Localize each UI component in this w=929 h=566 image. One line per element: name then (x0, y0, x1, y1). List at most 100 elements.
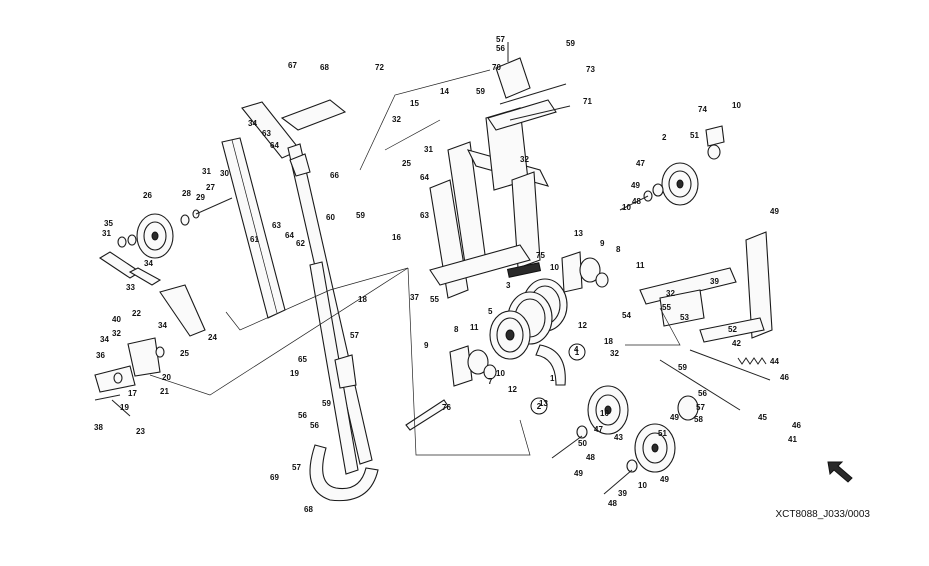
part-number-label: 18 (358, 295, 367, 304)
part-number-label: 10 (550, 263, 559, 272)
part-number-label: 54 (622, 311, 631, 320)
part-number-label: 32 (392, 115, 401, 124)
part-number-label: 50 (578, 439, 587, 448)
bracket-22 (159, 284, 206, 337)
part-number-label: 32 (610, 349, 619, 358)
part-number-label: 38 (94, 423, 103, 432)
part-number-label: 8 (454, 325, 459, 334)
part-number-label: 5 (488, 307, 493, 316)
part-number-label: 33 (126, 283, 135, 292)
part-number-label: 3 (506, 281, 511, 290)
part-number-label: 30 (220, 169, 229, 178)
part-number-label: 10 (638, 481, 647, 490)
part-number-label: 72 (375, 63, 384, 72)
part-number-label: 26 (143, 191, 152, 200)
part-number-label: 52 (728, 325, 737, 334)
part-number-label: 10 (622, 203, 631, 212)
part-number-label: 43 (614, 433, 623, 442)
svg-text:2: 2 (537, 402, 542, 411)
pulley-26 (117, 197, 233, 259)
part-number-label: 9 (600, 239, 605, 248)
part-number-label: 76 (442, 403, 451, 412)
part-number-label: 47 (636, 159, 645, 168)
part-number-label: 53 (680, 313, 689, 322)
part-number-label: 51 (690, 131, 699, 140)
part-number-label: 49 (660, 475, 669, 484)
pulley-stack-center (489, 278, 568, 386)
part-number-label: 10 (496, 369, 505, 378)
svg-text:1: 1 (575, 348, 580, 357)
part-number-label: 19 (120, 403, 129, 412)
part-number-label: 32 (666, 289, 675, 298)
part-number-label: 40 (112, 315, 121, 324)
part-number-label: 73 (586, 65, 595, 74)
strip-75 (506, 262, 542, 278)
part-number-label: 10 (600, 409, 609, 418)
part-number-label: 39 (710, 277, 719, 286)
part-number-label: 60 (326, 213, 335, 222)
part-number-label: 63 (420, 211, 429, 220)
part-number-label: 34 (144, 259, 153, 268)
part-number-label: 7 (488, 377, 493, 386)
part-number-label: 36 (96, 351, 105, 360)
pulley-51-lower (603, 423, 676, 495)
part-number-label: 47 (0, 0, 9, 2)
part-number-label: 4 (574, 345, 579, 354)
part-number-label: 75 (536, 251, 545, 260)
part-number-label: 57 (496, 35, 505, 44)
part-number-label: 61 (250, 235, 259, 244)
part-number-label: 69 (270, 473, 279, 482)
part-number-label: 32 (112, 329, 121, 338)
part-number-label: 15 (410, 99, 419, 108)
main-frame (429, 99, 557, 299)
part-number-label: 25 (180, 349, 189, 358)
part-number-label: 56 (298, 411, 307, 420)
part-number-label: 11 (636, 261, 645, 270)
part-number-label: 48 (586, 453, 595, 462)
part-number-label: 25 (402, 159, 411, 168)
part-number-label: 10 (732, 101, 741, 110)
part-number-label: 17 (128, 389, 137, 398)
part-number-label: 41 (788, 435, 797, 444)
part-number-label: 8 (616, 245, 621, 254)
part-number-label: 23 (136, 427, 145, 436)
part-number-label: 64 (285, 231, 294, 240)
part-number-label: 34 (248, 119, 257, 128)
part-number-label: 47 (594, 425, 603, 434)
rod-7 (405, 399, 449, 431)
part-number-label: 39 (0, 0, 9, 2)
direction-arrow-icon (827, 461, 853, 483)
pulley-51-upper (619, 125, 725, 211)
part-number-label: 14 (440, 87, 449, 96)
part-number-label: 57 (696, 403, 705, 412)
part-number-label: 11 (470, 323, 479, 332)
part-number-label: 55 (430, 295, 439, 304)
part-number-label: 63 (272, 221, 281, 230)
part-number-label: 62 (296, 239, 305, 248)
idler-lower (449, 345, 497, 387)
part-number-label: 74 (698, 105, 707, 114)
part-number-label: 55 (662, 303, 671, 312)
part-number-label: 63 (262, 129, 271, 138)
part-number-label: 67 (288, 61, 297, 70)
part-number-label: 57 (292, 463, 301, 472)
part-number-label: 51 (658, 429, 667, 438)
part-number-label: 12 (578, 321, 587, 330)
part-number-label: 32 (520, 155, 529, 164)
part-number-label: 56 (496, 44, 505, 53)
part-number-label: 57 (350, 331, 359, 340)
idler-upper (561, 251, 609, 293)
part-number-label: 59 (322, 399, 331, 408)
part-number-label: 16 (392, 233, 401, 242)
part-number-label: 44 (770, 357, 779, 366)
part-number-label: 48 (608, 499, 617, 508)
pulley-50 (551, 385, 629, 459)
plate-17 (127, 337, 165, 377)
part-number-label: 27 (206, 183, 215, 192)
part-number-label: 58 (694, 415, 703, 424)
part-number-label: 10 (0, 0, 9, 2)
part-number-label: 68 (304, 505, 313, 514)
part-number-label: 59 (678, 363, 687, 372)
